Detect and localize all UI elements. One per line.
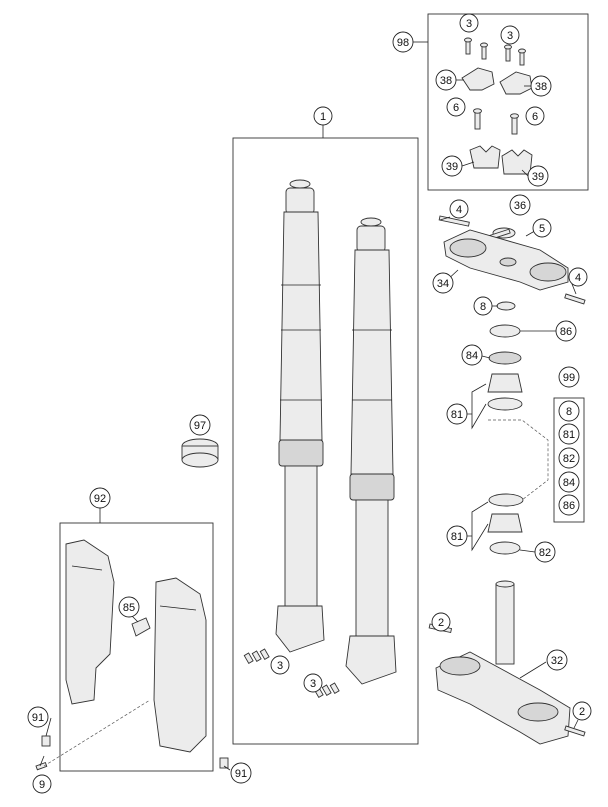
fork-protector-left — [65, 539, 115, 705]
svg-text:91: 91 — [235, 768, 247, 780]
callout-3a: 3 — [459, 13, 479, 33]
svg-text:4: 4 — [575, 272, 581, 284]
callout-98: 98 — [392, 31, 414, 53]
svg-text:9: 9 — [39, 779, 45, 791]
frame-fork-legs — [232, 137, 419, 745]
svg-text:5: 5 — [539, 223, 545, 235]
kit-item-84: 84 — [558, 471, 580, 493]
frame-clamp-kit — [427, 13, 589, 191]
svg-text:3: 3 — [310, 678, 316, 690]
svg-text:32: 32 — [551, 655, 563, 667]
svg-text:39: 39 — [446, 161, 458, 173]
callout-85: 85 — [118, 596, 140, 618]
svg-text:1: 1 — [320, 111, 326, 123]
kit-item-86: 86 — [558, 494, 580, 516]
svg-text:8: 8 — [566, 406, 572, 418]
callout-36: 36 — [509, 194, 531, 216]
callout-82a: 82 — [534, 541, 556, 563]
svg-text:3: 3 — [277, 660, 283, 672]
svg-text:99: 99 — [563, 372, 575, 384]
svg-text:2: 2 — [579, 706, 585, 718]
svg-text:92: 92 — [94, 493, 106, 505]
callout-4a: 4 — [449, 199, 469, 219]
bottom-triple-clamp — [428, 580, 586, 745]
svg-text:39: 39 — [532, 171, 544, 183]
callout-6a: 6 — [446, 97, 466, 117]
callout-3d: 3 — [303, 673, 323, 693]
callout-32: 32 — [546, 649, 568, 671]
frame-fork-protectors — [59, 522, 214, 772]
callout-86a: 86 — [555, 320, 577, 342]
svg-text:3: 3 — [507, 30, 513, 42]
fork-leg-right — [345, 217, 397, 685]
svg-text:6: 6 — [532, 111, 538, 123]
svg-text:91: 91 — [32, 712, 44, 724]
callout-91a: 91 — [27, 706, 49, 728]
kit-item-8: 8 — [558, 400, 580, 422]
svg-text:84: 84 — [466, 350, 478, 362]
svg-text:98: 98 — [397, 37, 409, 49]
svg-text:36: 36 — [514, 200, 526, 212]
callout-2a: 2 — [431, 612, 451, 632]
callout-81a: 81 — [446, 403, 468, 425]
kit-item-81: 81 — [558, 423, 580, 445]
fork-protector-right — [153, 577, 207, 753]
svg-text:4: 4 — [456, 204, 462, 216]
callout-38a: 38 — [435, 69, 457, 91]
svg-text:3: 3 — [466, 18, 472, 30]
screw-set-top — [464, 37, 526, 66]
adjuster-ring — [181, 438, 219, 468]
top-triple-clamp — [438, 215, 586, 305]
steering-bearing-stack — [487, 301, 549, 555]
svg-text:8: 8 — [480, 301, 486, 313]
svg-text:81: 81 — [563, 429, 575, 441]
callout-3c: 3 — [270, 655, 290, 675]
svg-text:86: 86 — [563, 500, 575, 512]
callout-91b: 91 — [230, 762, 252, 784]
callout-92: 92 — [89, 487, 111, 509]
clamp-block-39 — [469, 145, 533, 175]
svg-text:85: 85 — [123, 602, 135, 614]
callout-1: 1 — [313, 106, 333, 126]
svg-text:81: 81 — [451, 531, 463, 543]
callout-34: 34 — [432, 272, 454, 294]
callout-99: 99 — [558, 366, 580, 388]
callout-5: 5 — [532, 218, 552, 238]
svg-text:38: 38 — [440, 75, 452, 87]
callout-4b: 4 — [568, 267, 588, 287]
svg-text:34: 34 — [437, 278, 449, 290]
callout-8a: 8 — [473, 296, 493, 316]
svg-text:84: 84 — [563, 477, 575, 489]
callout-97: 97 — [189, 414, 211, 436]
fork-leg-left — [275, 179, 325, 653]
callout-81b: 81 — [446, 525, 468, 547]
clamp-bridge-38 — [461, 67, 533, 95]
svg-text:38: 38 — [535, 81, 547, 93]
callout-39a: 39 — [441, 155, 463, 177]
frame-bearing-kit — [553, 397, 585, 523]
callout-2b: 2 — [572, 701, 592, 721]
callout-6b: 6 — [525, 106, 545, 126]
callout-9: 9 — [32, 774, 52, 794]
callout-84a: 84 — [461, 344, 483, 366]
screw-set-6 — [473, 108, 519, 135]
svg-text:82: 82 — [539, 547, 551, 559]
axle-clamp-screws — [243, 648, 340, 698]
kit-item-82: 82 — [558, 447, 580, 469]
svg-text:82: 82 — [563, 453, 575, 465]
svg-text:81: 81 — [451, 409, 463, 421]
svg-text:6: 6 — [453, 102, 459, 114]
callout-39b: 39 — [527, 165, 549, 187]
callout-38b: 38 — [530, 75, 552, 97]
callout-3b: 3 — [500, 25, 520, 45]
svg-text:2: 2 — [438, 617, 444, 629]
svg-text:97: 97 — [194, 420, 206, 432]
protector-fasteners — [35, 617, 229, 771]
svg-text:86: 86 — [560, 326, 572, 338]
